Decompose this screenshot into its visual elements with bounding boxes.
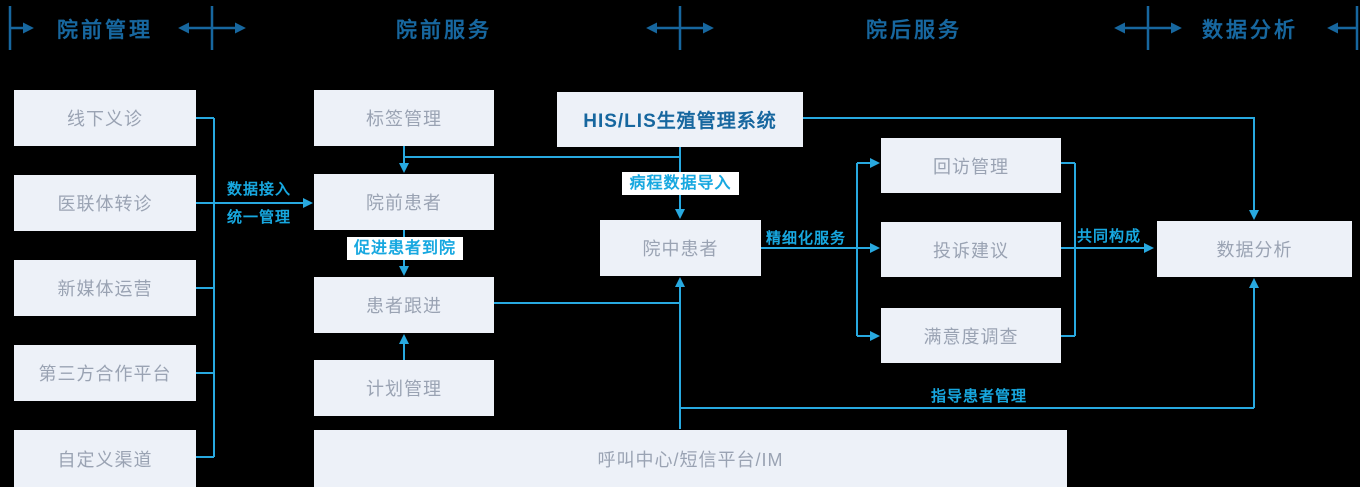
edge-guide-patient [680,278,1259,409]
node-his-lis: HIS/LIS生殖管理系统 [557,92,803,147]
node-call-center: 呼叫中心/短信平台/IM [314,430,1067,487]
header-divider-right-edge [1327,6,1359,50]
node-offline-clinic: 线下义诊 [14,90,196,146]
edge-refined-service [761,158,880,341]
node-tag-mgmt: 标签管理 [314,90,494,146]
node-satisfaction: 满意度调查 [881,308,1061,363]
edge-label-course-import: 病程数据导入 [622,172,739,195]
node-custom-channel: 自定义渠道 [14,430,196,487]
node-patient-follow: 患者跟进 [314,277,494,333]
node-revisit: 回访管理 [881,138,1061,193]
header-divider-left-edge [8,6,34,50]
node-pre-patient: 院前患者 [314,174,494,230]
edge-channels-bus [196,117,215,458]
header-divider-1 [178,6,246,50]
node-third-party: 第三方合作平台 [14,345,196,401]
header-divider-2 [646,6,714,50]
edge-jointly-form [1061,162,1154,337]
node-data-analysis: 数据分析 [1157,221,1352,277]
edge-label-data-access-line2: 统一管理 [227,209,292,226]
section-title-pre-mgmt: 院前管理 [57,19,153,42]
edge-label-data-access-line1: 数据接入 [227,181,292,198]
node-plan-mgmt: 计划管理 [314,360,494,416]
section-title-data-analysis: 数据分析 [1202,19,1298,42]
edge-label-jointly-form: 共同构成 [1077,228,1142,245]
node-in-patient: 院中患者 [600,220,761,276]
edge-his-to-analysis [803,117,1259,220]
header-divider-3 [1114,6,1182,50]
node-complaint: 投诉建议 [881,222,1061,277]
edge-label-promote: 促进患者到院 [347,237,463,260]
section-title-post-service: 院后服务 [866,19,962,42]
node-referral: 医联体转诊 [14,175,196,231]
edge-label-refined-service: 精细化服务 [766,230,847,247]
edge-label-guide-patient: 指导患者管理 [931,388,1028,405]
section-title-pre-service: 院前服务 [396,19,492,42]
node-new-media: 新媒体运营 [14,260,196,316]
